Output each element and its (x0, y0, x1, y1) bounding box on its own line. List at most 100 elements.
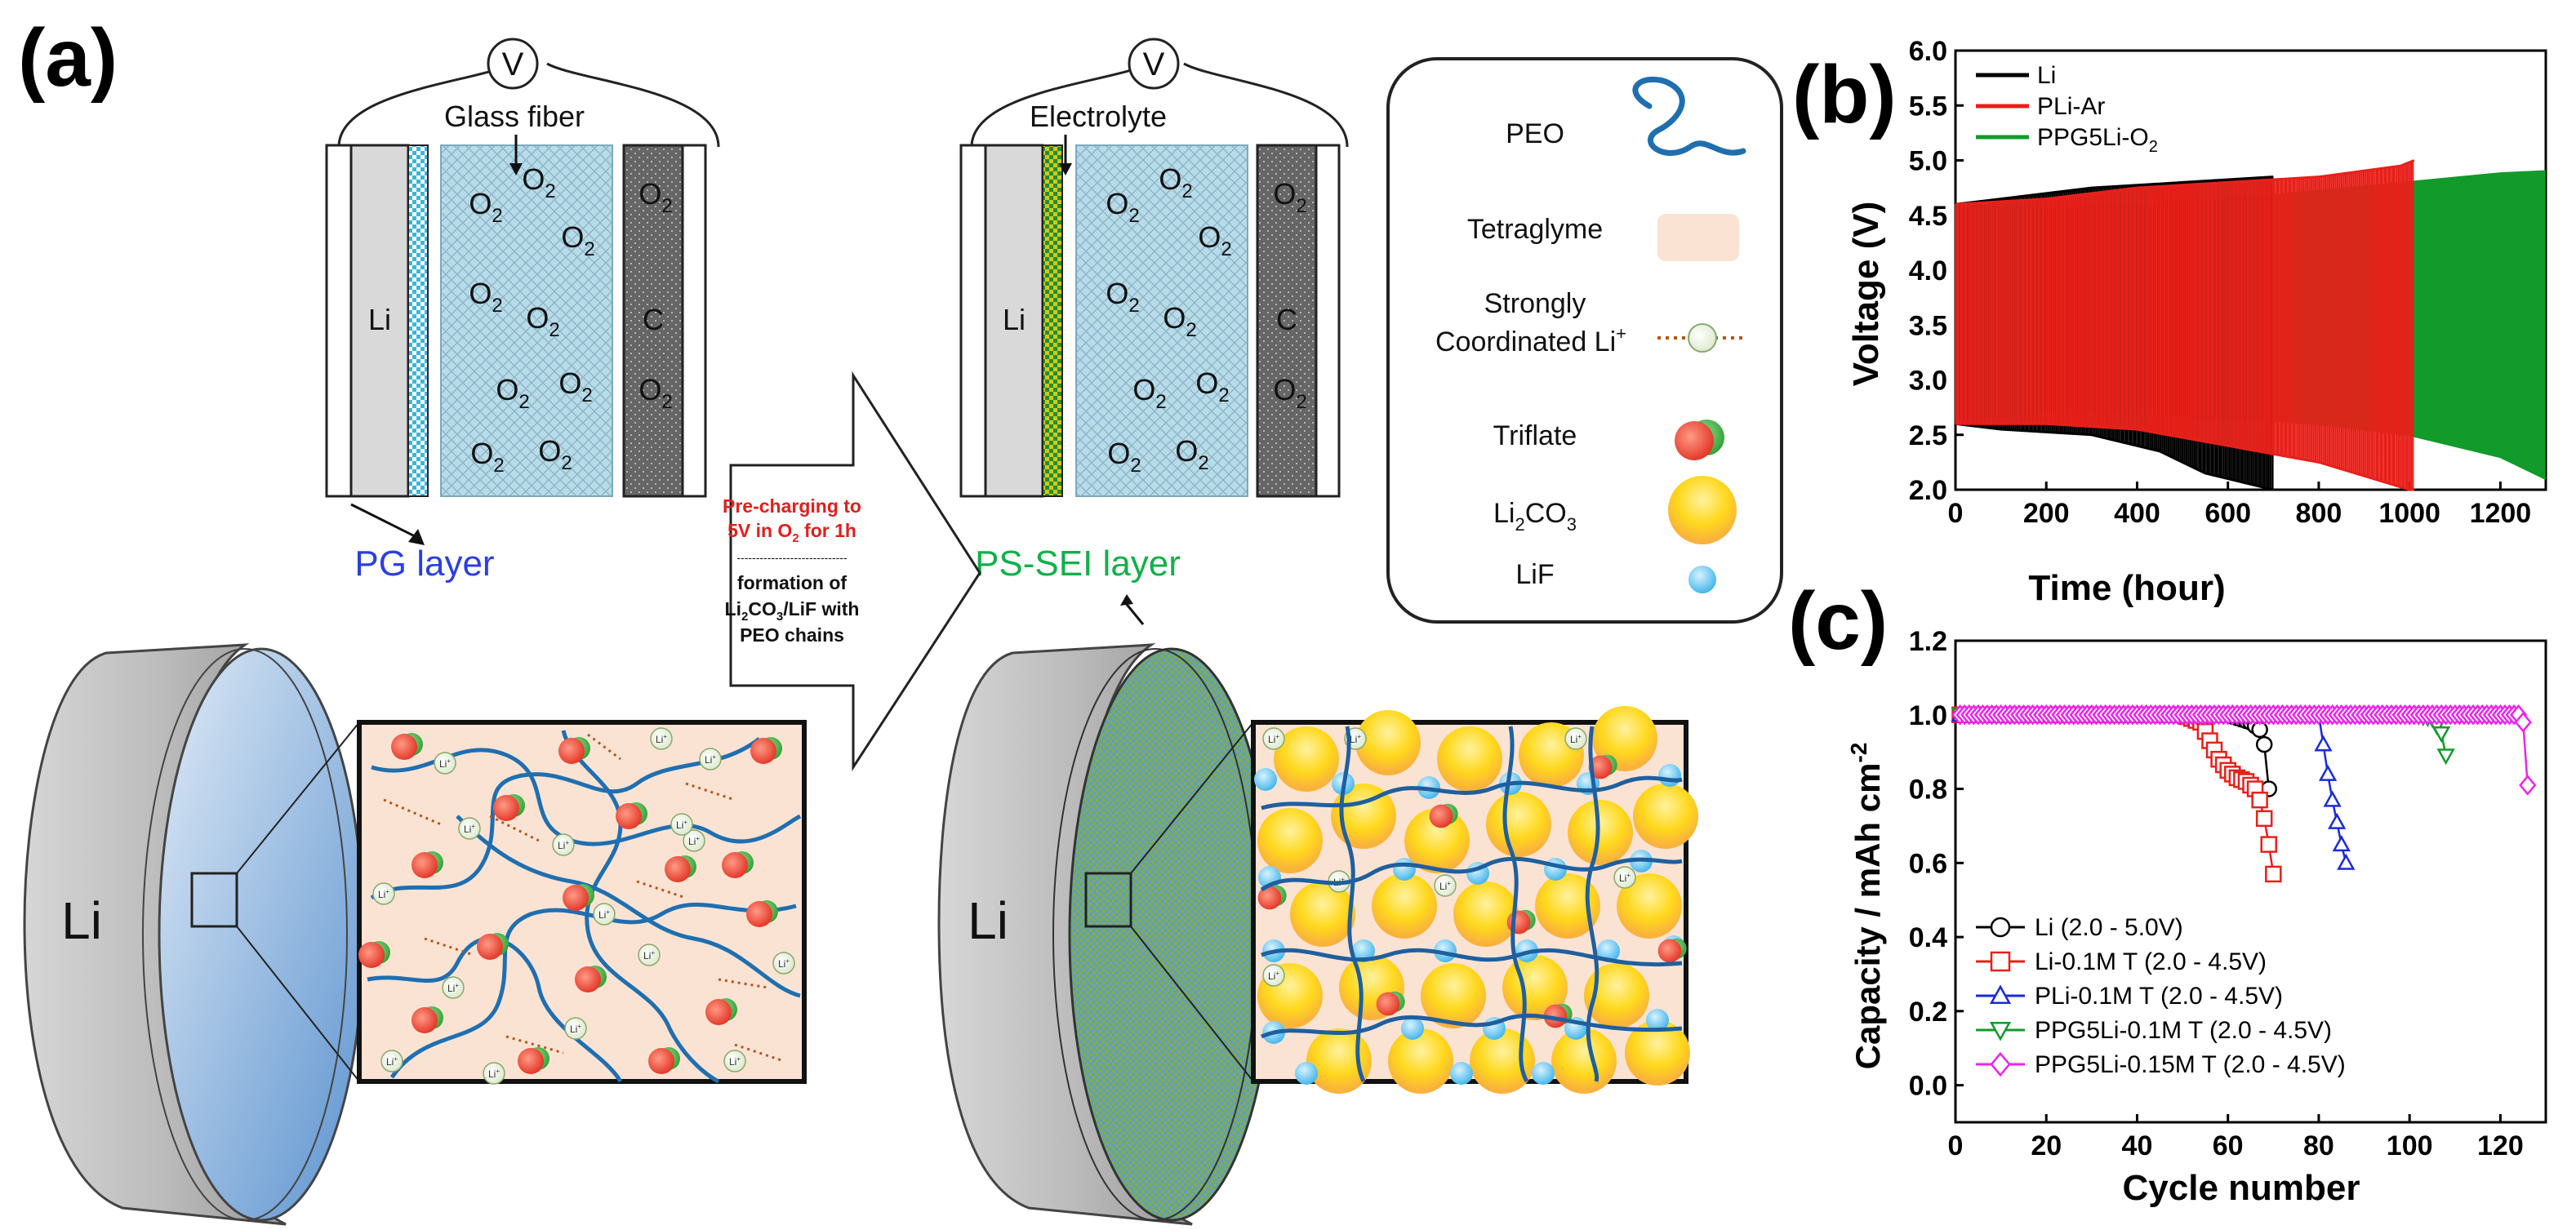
zoom-inset-pg: Li+Li+Li+Li+Li+Li+Li+Li+Li+Li+Li+Li+Li+L… (357, 720, 807, 1085)
svg-text:Li+: Li+ (1570, 733, 1582, 745)
triflate (518, 1048, 544, 1074)
li-ion (772, 952, 795, 975)
pg-particles: Li+Li+Li+Li+Li+Li+Li+Li+Li+Li+Li+Li+Li+L… (358, 727, 795, 1085)
legend-b-ppg: PPG5Li-O2 (2037, 124, 2158, 156)
triflate (391, 734, 417, 760)
legend-peo-label: PEO (1506, 118, 1564, 149)
li-ion (483, 1062, 505, 1085)
lif-particle (1532, 1062, 1555, 1085)
chart-c-xtick: 40 (2122, 1130, 2153, 1161)
triflate (722, 852, 748, 878)
li-ion (1262, 727, 1285, 750)
chart-b-ytick: 5.0 (1909, 146, 1947, 177)
voltmeter-circle-left (487, 38, 539, 90)
data-point (2328, 812, 2347, 829)
chart-b-ytick: 3.5 (1909, 310, 1947, 341)
li-ion (372, 882, 395, 905)
li2co3-particle (1306, 1028, 1372, 1094)
formation-line1: formation of (737, 572, 847, 593)
li-ion (650, 727, 673, 750)
li2co3-particle (1486, 792, 1551, 857)
formation-line2: Li2CO3/LiF with (725, 598, 860, 624)
chart-b-xtick: 0 (1948, 498, 1964, 529)
triflate (746, 901, 772, 927)
li-ion (699, 748, 722, 770)
legend-c-entry: PPG5Li-0.1M T (2.0 - 4.5V) (2035, 1017, 2332, 1044)
chart-b-ytick: 4.5 (1909, 201, 1947, 232)
cathode-collector-right (1315, 144, 1341, 498)
current-collector-left (325, 144, 353, 498)
li2co3-particle (1437, 726, 1502, 792)
chart-c-ylabel: Capacity / mAh cm-2 (1846, 743, 1887, 1070)
svg-text:Li+: Li+ (643, 949, 655, 961)
o2-label: O2 (1159, 162, 1192, 202)
legend-tetraglyme-label: Tetraglyme (1467, 214, 1603, 245)
svg-text:Li+: Li+ (598, 908, 610, 921)
li2co3-particle (1625, 1020, 1690, 1086)
anode-label-right: Li (1003, 303, 1026, 336)
data-point (2255, 735, 2273, 753)
svg-text:Li+: Li+ (1268, 733, 1279, 745)
data-point (2519, 775, 2537, 796)
triflate (1506, 910, 1531, 935)
precharge-line1: Pre-charging to (723, 495, 861, 517)
svg-text:Li+: Li+ (656, 733, 667, 745)
li-ion (442, 976, 465, 999)
triflate (412, 852, 438, 878)
data-point (2323, 790, 2342, 807)
data-point (2318, 764, 2338, 781)
triflate (1376, 992, 1400, 1016)
o2-label: O2 (1175, 434, 1208, 474)
triflate (563, 885, 589, 911)
triflate (575, 966, 601, 992)
pg-layer-label: PG layer (354, 544, 494, 584)
lif-particle (1352, 939, 1375, 962)
peo-chains-sei (1260, 726, 1683, 1083)
li2co3-particle (1470, 1028, 1535, 1094)
data-point (1990, 951, 2011, 972)
li-ion (670, 813, 693, 836)
data-point (1989, 1021, 2012, 1041)
li2co3-particle (1568, 800, 1633, 865)
series-square (1951, 706, 2282, 883)
chart-b-xtick: 200 (2023, 498, 2070, 529)
li-ion (552, 833, 575, 856)
legend-strong-line1: Strongly (1484, 288, 1586, 319)
legend-c-entry: PPG5Li-0.15M T (2.0 - 4.5V) (2035, 1051, 2346, 1078)
data-point (2265, 865, 2282, 883)
separator-label-left: Glass fiber (444, 100, 585, 133)
lif-particle (1544, 858, 1567, 881)
li2co3-particle (1372, 873, 1437, 939)
li2co3-particle (1290, 881, 1355, 947)
panel-b-letter: (b) (1792, 49, 1897, 140)
li2co3-particle (1331, 784, 1396, 849)
chart-c-frame (1954, 639, 2547, 1124)
triflate (493, 795, 519, 821)
lif-particle (1434, 939, 1457, 962)
legend-c-entry: Li (2.0 - 5.0V) (2035, 914, 2183, 941)
li2co3-particle (1535, 873, 1600, 939)
svg-text:Li+: Li+ (778, 957, 790, 970)
chart-b-ytick: 6.0 (1909, 36, 1947, 67)
peo-chain (1260, 1013, 1683, 1039)
o2-label: O2 (469, 277, 502, 317)
o2-label: O2 (1195, 366, 1229, 406)
svg-text:Li+: Li+ (386, 1055, 398, 1068)
li-ion (723, 1050, 746, 1072)
triflate (412, 1007, 438, 1033)
pg-layer-strip (407, 144, 429, 497)
li2co3-particle (1257, 808, 1323, 873)
chart-c-xlabel: Cycle number (2123, 1168, 2360, 1208)
li-ion (1434, 874, 1457, 897)
electrolyte-separator (1075, 144, 1248, 497)
anode-label-left: Li (368, 303, 391, 336)
data-point (2436, 748, 2455, 766)
data-point (2332, 835, 2351, 852)
lif-particle (1646, 1009, 1669, 1032)
li-ion (458, 817, 481, 840)
chart-c-ytick: 0.0 (1909, 1071, 1947, 1102)
li2co3-particle (1617, 873, 1682, 939)
o2-label: O2 (558, 366, 592, 406)
